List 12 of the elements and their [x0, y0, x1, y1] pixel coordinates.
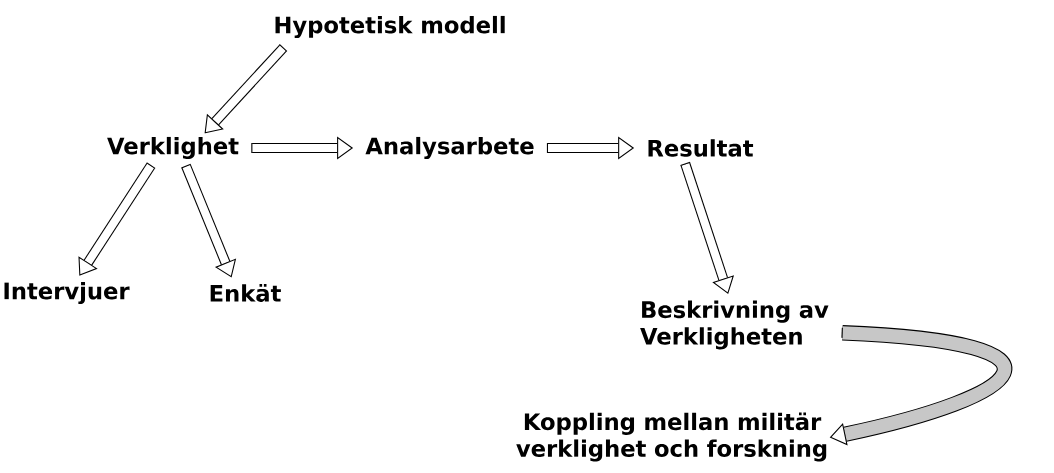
- node-label: Resultat: [648, 139, 754, 157]
- node-label: Beskrivning av Verkligheten: [640, 300, 829, 350]
- node-label: Enkät: [210, 284, 281, 302]
- node-label: Analysarbete: [365, 136, 534, 160]
- block-arrow: [204, 43, 288, 134]
- block-arrow: [180, 163, 237, 278]
- node-label: Hypotetisk modell: [275, 15, 505, 39]
- node-label: Verklighet: [107, 136, 239, 160]
- block-arrow: [78, 162, 156, 276]
- node-label: Koppling mellan militär verklighet och forskning: [516, 412, 827, 462]
- block-arrow: [679, 161, 735, 294]
- node-label: Intervjuer: [4, 281, 130, 305]
